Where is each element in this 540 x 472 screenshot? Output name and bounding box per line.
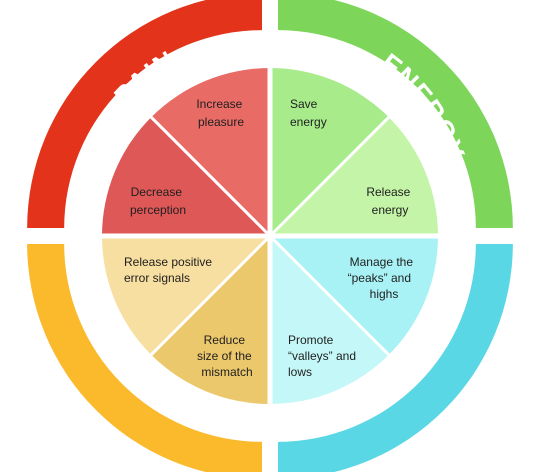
label-reduce-mismatch: Reduce size of the mismatch (197, 333, 255, 379)
separator-line (148, 114, 272, 238)
wedge-separators (100, 66, 440, 406)
pain-ring-segment (27, 0, 262, 228)
separator-line (268, 234, 392, 358)
wedge-promote-valleys (270, 236, 389, 404)
peaks-valleys-ring-segment (278, 244, 513, 472)
label-save-energy: Save energy (290, 97, 327, 129)
wedge-decrease-perception (102, 117, 270, 236)
separator-line (148, 234, 272, 358)
label-increase-pleasure: Increase pleasure (196, 97, 245, 129)
wedge-reduce-mismatch (151, 236, 270, 404)
label-manage-peaks: Manage the “peaks” and highs (348, 255, 417, 301)
wedge-manage-peaks (270, 236, 438, 355)
wedge-save-energy (270, 68, 389, 236)
label-release-positive-error-signals: Release positive error signals (124, 255, 215, 285)
label-release-energy: Release energy (366, 185, 413, 217)
label-decrease-perception: Decrease perception (130, 185, 186, 217)
wedge-increase-pleasure (151, 68, 270, 236)
error-ring-segment (27, 244, 262, 472)
wedge-release-energy (270, 117, 438, 236)
label-promote-valleys: Promote “valleys” and lows (288, 333, 359, 379)
separator-line (268, 114, 392, 238)
energy-ring-segment (278, 0, 513, 228)
wedge-release-positive-error-signals (102, 236, 270, 355)
